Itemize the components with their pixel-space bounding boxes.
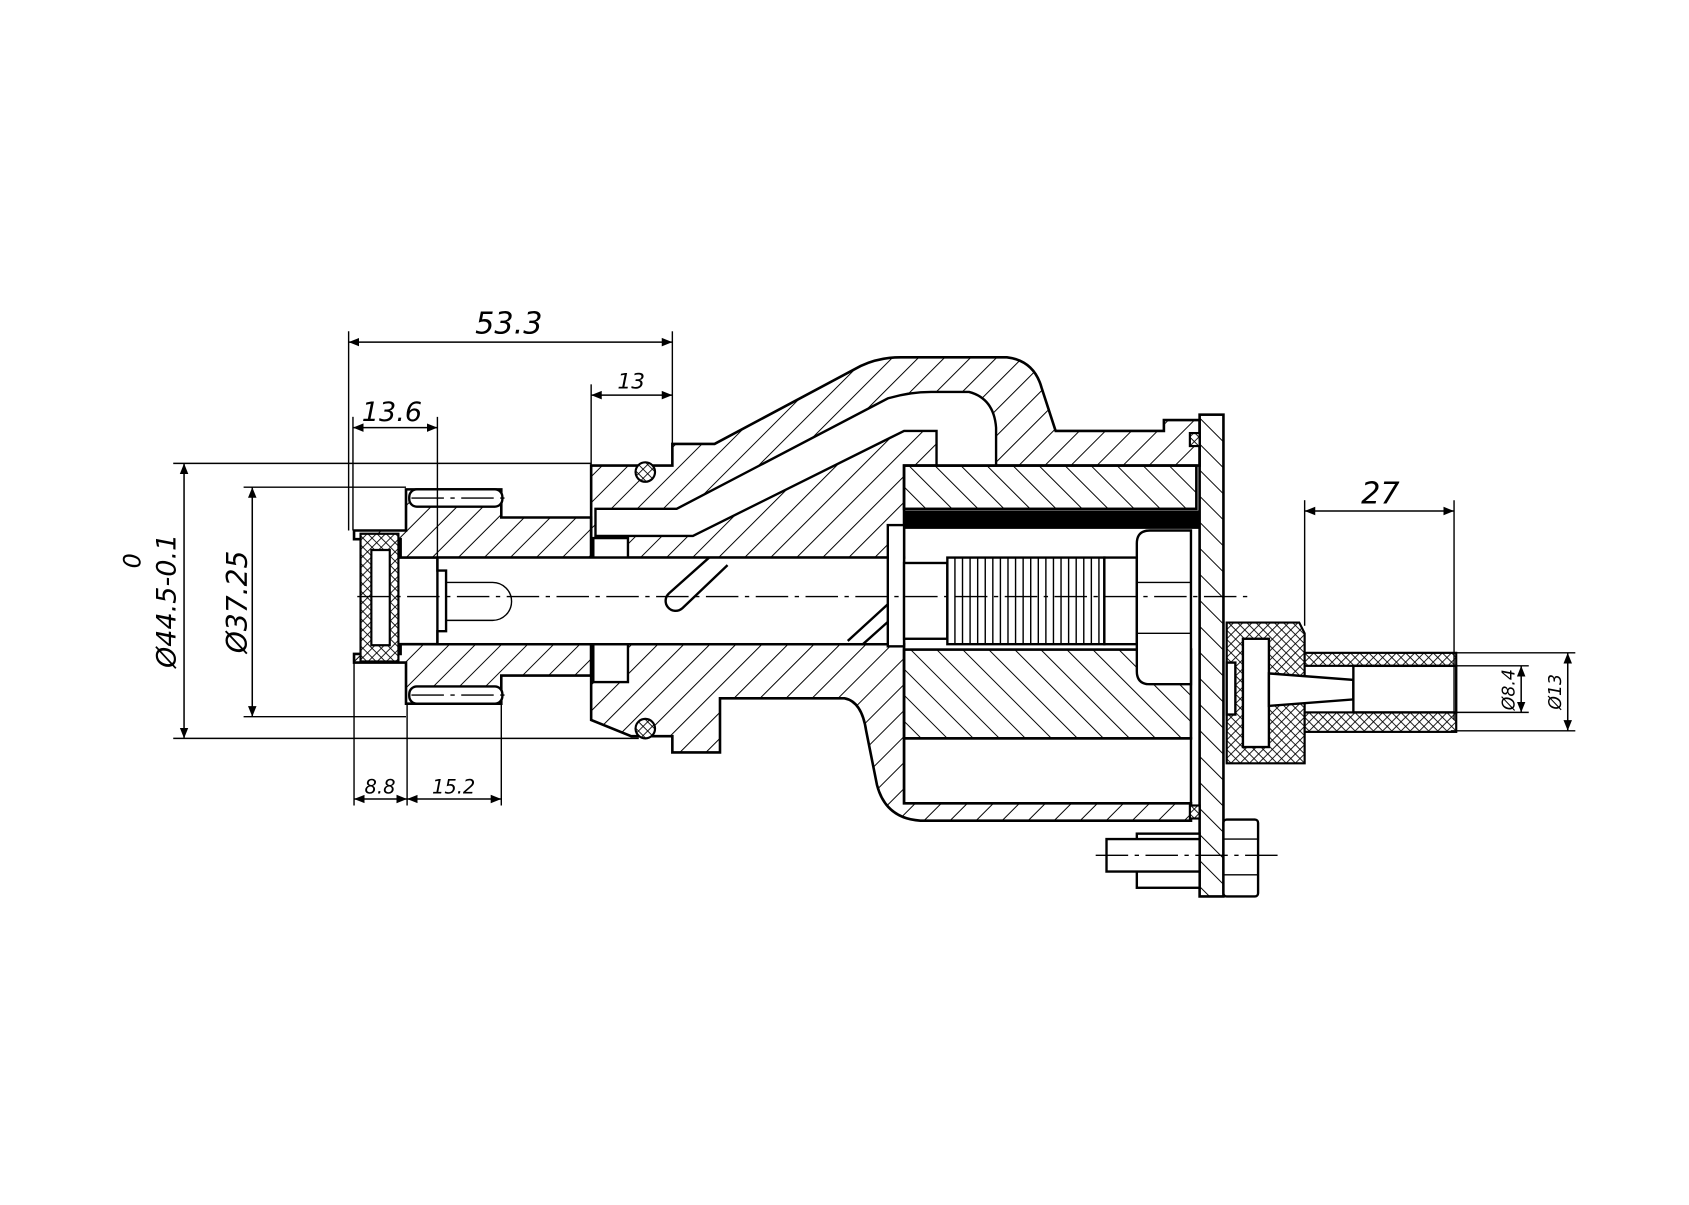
dim-13-dia-label: Ø13: [1546, 674, 1566, 711]
hex-nut: [1135, 529, 1193, 686]
dim-53-label: 53.3: [475, 306, 542, 341]
inner-cavity: [902, 737, 1193, 805]
connector-face: [1225, 661, 1237, 716]
dim-8-8-label: 8.8: [365, 776, 396, 799]
dim-37-25-label: Ø37.25: [221, 551, 254, 655]
dim-13-6-label: 13.6: [362, 397, 422, 428]
lip-seal: [359, 532, 400, 663]
tube-wall-upper: [1303, 651, 1458, 667]
rotor-laminations: [954, 557, 1100, 645]
tube-bore: [1352, 664, 1458, 714]
o-ring-upper: [634, 461, 657, 483]
connector-insert: [1241, 637, 1271, 749]
connector-pin: [1267, 672, 1355, 708]
rotor: [946, 556, 1106, 646]
drive-shaft: [436, 556, 906, 646]
dim-13-label: 13: [617, 370, 645, 395]
tube-wall-lower: [1303, 711, 1458, 733]
shaft-end-notch: [436, 557, 448, 645]
shaft-sleeve: [886, 523, 906, 648]
flange-seal-lower: [1188, 804, 1201, 820]
housing-recess-lower: [592, 642, 630, 684]
dim-27-label: 27: [1361, 476, 1400, 511]
o-ring-lower: [634, 717, 657, 740]
dim-8-4-label: Ø8.4: [1500, 669, 1520, 711]
housing-lower-section: [589, 642, 1193, 822]
flange-seal-upper: [1188, 431, 1201, 448]
dim-44-5-label: Ø44.5-0.1: [151, 534, 182, 669]
rotor-end-ring: [1103, 556, 1139, 646]
shaft-neck: [902, 561, 949, 640]
mounting-flange: [1198, 413, 1225, 898]
dim-44-5-tolerance-upper: 0: [119, 553, 147, 568]
bolt-head: [1222, 818, 1260, 898]
stator-band: [903, 510, 1201, 529]
housing-recess-upper: [592, 536, 630, 559]
dim-15-2-label: 15.2: [432, 776, 475, 799]
stator-block-upper: [902, 464, 1198, 511]
shaft-end-slot: [446, 581, 513, 622]
